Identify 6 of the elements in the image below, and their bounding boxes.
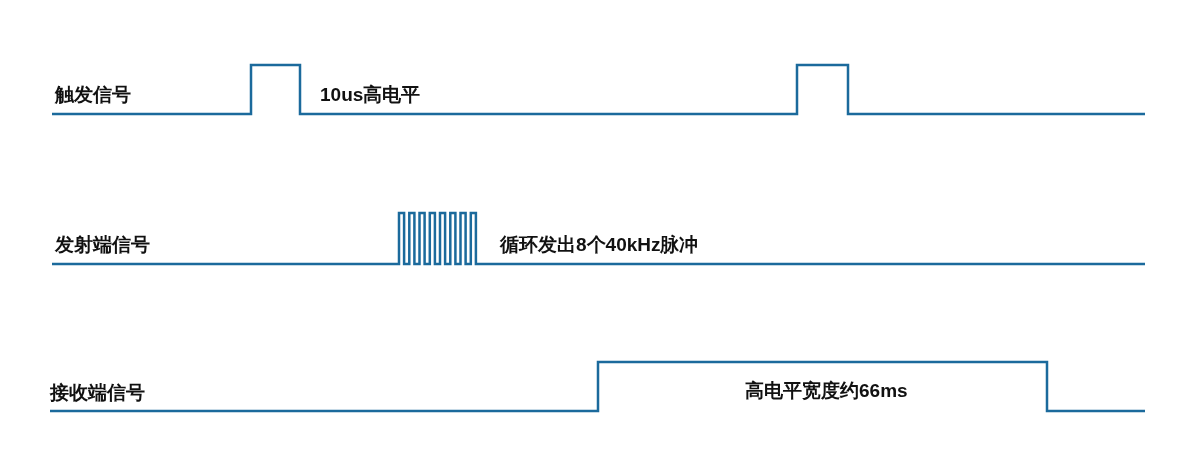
- signal-name: 触发信号: [55, 84, 131, 106]
- annotation: 高电平宽度约66ms: [745, 380, 908, 402]
- annotation: 循环发出8个40kHz脉冲: [500, 234, 699, 256]
- signal-name: 接收端信号: [50, 382, 145, 404]
- signal-name: 发射端信号: [55, 234, 150, 256]
- annotation: 10us高电平: [320, 84, 421, 106]
